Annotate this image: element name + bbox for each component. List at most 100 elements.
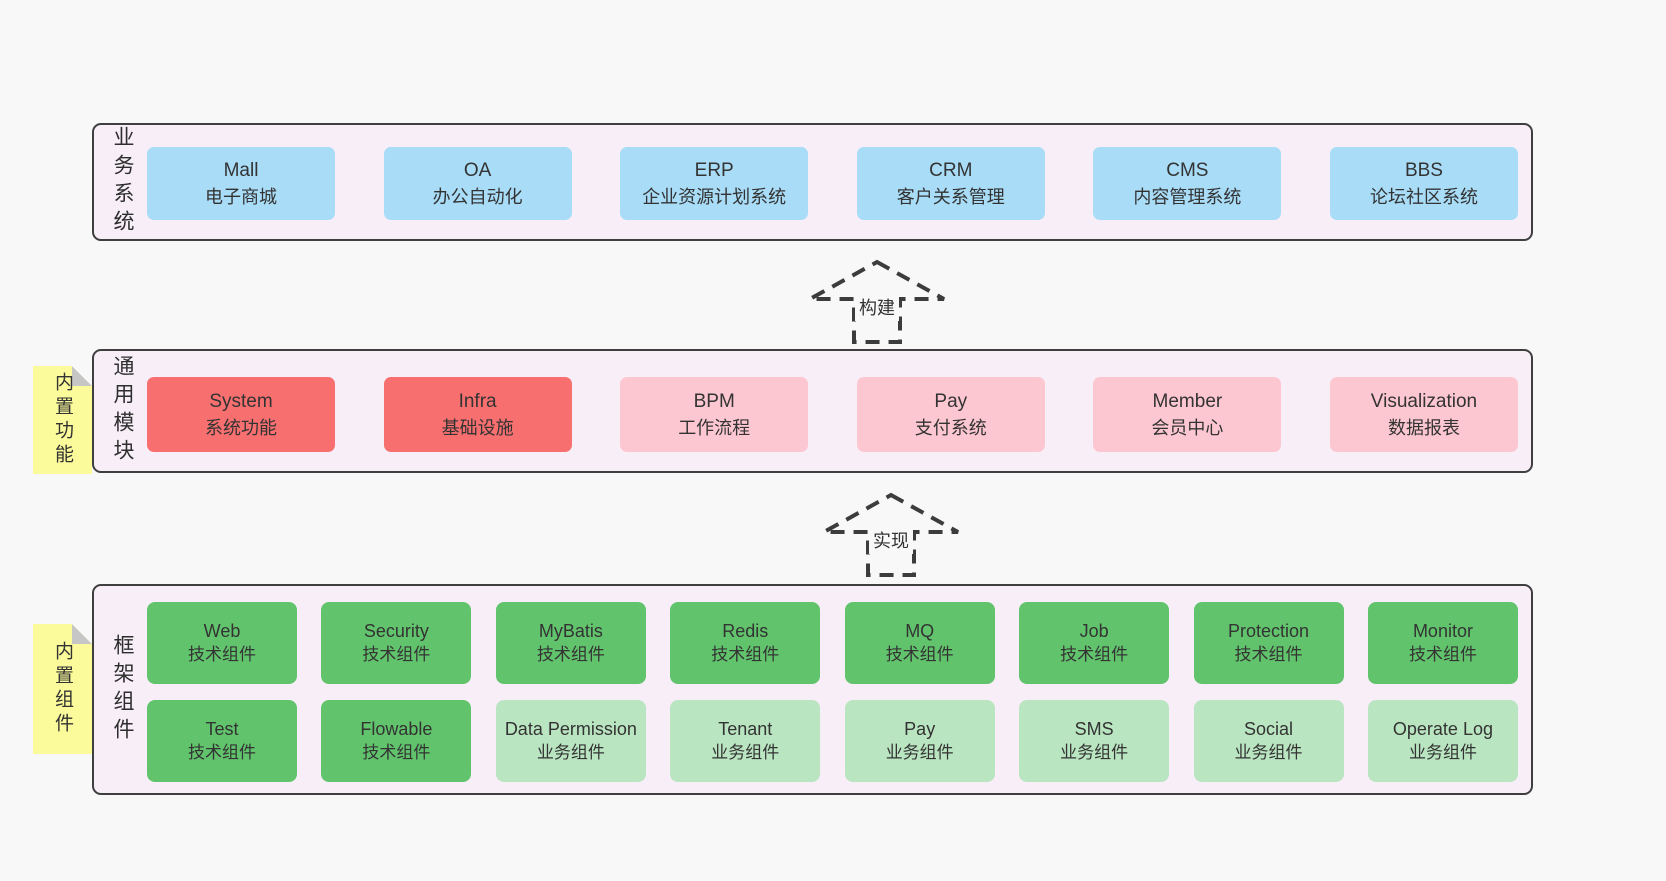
module-box-web: Web 技术组件 [147, 602, 297, 684]
module-name: System [209, 390, 273, 412]
module-box-tenant: Tenant 业务组件 [670, 700, 821, 782]
module-desc: 技术组件 [536, 645, 605, 664]
module-desc: 办公自动化 [432, 186, 523, 207]
module-desc: 会员中心 [1151, 417, 1224, 438]
module-box-cms: CMS 内容管理系统 [1093, 147, 1282, 220]
module-box-member: Member 会员中心 [1093, 377, 1282, 452]
module-desc: 基础设施 [441, 417, 514, 438]
module-desc: 业务组件 [536, 743, 605, 762]
module-box-social: Social 业务组件 [1193, 700, 1344, 782]
module-name: Infra [458, 390, 497, 412]
module-box-bpm: BPM 工作流程 [620, 377, 809, 452]
layer-label: 框架组件 [111, 633, 134, 746]
module-box-redis: Redis 技术组件 [670, 602, 821, 684]
module-desc: 内容管理系统 [1133, 186, 1242, 207]
module-name: Protection [1228, 621, 1310, 641]
module-box-sms: SMS 业务组件 [1019, 700, 1170, 782]
sticky-label: 内置功能 [52, 372, 73, 468]
module-name: Test [205, 719, 239, 739]
module-desc: 技术组件 [188, 645, 256, 664]
module-desc: 技术组件 [1234, 645, 1303, 664]
module-box-mq: MQ 技术组件 [844, 602, 995, 684]
sticky-builtin-features: 内置功能 [33, 366, 92, 474]
module-desc: 技术组件 [1408, 645, 1477, 664]
module-desc: 电子商城 [205, 186, 277, 207]
module-desc: 技术组件 [188, 743, 256, 762]
module-desc: 技术组件 [885, 645, 954, 664]
module-desc: 企业资源计划系统 [642, 186, 787, 207]
module-name: Operate Log [1392, 719, 1493, 739]
module-name: SMS [1074, 719, 1114, 739]
module-box-erp: ERP 企业资源计划系统 [620, 147, 809, 220]
module-box-flowable: Flowable 技术组件 [321, 700, 472, 782]
implement-arrow: 实现 [821, 492, 961, 578]
module-desc: 业务组件 [885, 743, 954, 762]
layer-common-modules: 通用模块 System 系统功能 Infra 基础设施 BPM 工作流程 Pay… [92, 349, 1533, 473]
module-desc: 技术组件 [711, 645, 780, 664]
module-desc: 支付系统 [914, 417, 987, 438]
module-desc: 业务组件 [711, 743, 780, 762]
module-box-security: Security 技术组件 [321, 602, 472, 684]
module-box-mybatis: MyBatis 技术组件 [495, 602, 646, 684]
framework-components-row-2: Test 技术组件 Flowable 技术组件 Data Permission … [147, 700, 1518, 782]
module-name: CMS [1166, 159, 1209, 181]
module-name: Pay [934, 390, 968, 412]
module-box-pay: Pay 支付系统 [856, 377, 1045, 452]
layer-framework-components: 框架组件 Web 技术组件 Security 技术组件 MyBatis 技术组件… [92, 584, 1533, 795]
module-name: Job [1079, 621, 1109, 641]
module-box-test: Test 技术组件 [147, 700, 297, 782]
module-name: Flowable [360, 719, 433, 739]
module-desc: 系统功能 [205, 417, 277, 438]
module-name: Pay [904, 719, 936, 739]
arrow-label: 构建 [855, 293, 899, 321]
layer-label: 通用模块 [111, 355, 134, 467]
module-name: ERP [694, 159, 734, 181]
module-box-operate-log: Operate Log 业务组件 [1367, 700, 1518, 782]
module-desc: 技术组件 [362, 743, 431, 762]
module-name: Monitor [1412, 621, 1473, 641]
module-name: Redis [722, 621, 769, 641]
sticky-builtin-components: 内置组件 [33, 624, 92, 754]
module-box-infra: Infra 基础设施 [383, 377, 572, 452]
module-box-pay-component: Pay 业务组件 [844, 700, 995, 782]
module-desc: 数据报表 [1387, 417, 1460, 438]
module-name: BBS [1404, 159, 1443, 181]
module-desc: 技术组件 [1060, 645, 1129, 664]
module-name: Security [363, 621, 429, 641]
module-box-job: Job 技术组件 [1019, 602, 1170, 684]
module-box-system: System 系统功能 [147, 377, 335, 452]
layer-label: 业务系统 [111, 126, 134, 238]
dashed-up-arrow-icon [823, 492, 959, 577]
module-name: MQ [905, 621, 935, 641]
module-desc: 技术组件 [362, 645, 431, 664]
module-name: OA [463, 159, 492, 181]
module-name: Web [203, 621, 241, 641]
module-name: Member [1152, 390, 1223, 412]
sticky-label: 内置组件 [52, 641, 73, 737]
framework-components-row-1: Web 技术组件 Security 技术组件 MyBatis 技术组件 Redi… [147, 602, 1518, 684]
module-name: CRM [929, 159, 973, 181]
module-desc: 论坛社区系统 [1369, 186, 1478, 207]
module-desc: 工作流程 [678, 417, 751, 438]
module-box-visualization: Visualization 数据报表 [1329, 377, 1518, 452]
layer-business-systems: 业务系统 Mall 电子商城 OA 办公自动化 ERP 企业资源计划系统 CRM… [92, 123, 1533, 241]
module-name: Mall [223, 159, 259, 181]
business-systems-row: Mall 电子商城 OA 办公自动化 ERP 企业资源计划系统 CRM 客户关系… [147, 147, 1518, 220]
common-modules-row: System 系统功能 Infra 基础设施 BPM 工作流程 Pay 支付系统… [147, 377, 1518, 452]
module-box-protection: Protection 技术组件 [1193, 602, 1344, 684]
module-name: MyBatis [538, 621, 603, 641]
module-name: Social [1244, 719, 1294, 739]
module-name: Tenant [718, 719, 773, 739]
module-box-bbs: BBS 论坛社区系统 [1329, 147, 1518, 220]
module-desc: 业务组件 [1234, 743, 1303, 762]
arrow-label: 实现 [869, 526, 913, 554]
module-box-mall: Mall 电子商城 [147, 147, 335, 220]
module-desc: 客户关系管理 [896, 186, 1005, 207]
dashed-up-arrow-icon [809, 259, 945, 344]
module-box-oa: OA 办公自动化 [383, 147, 572, 220]
module-box-monitor: Monitor 技术组件 [1367, 602, 1518, 684]
module-desc: 业务组件 [1408, 743, 1477, 762]
module-name: BPM [693, 390, 735, 412]
module-desc: 业务组件 [1060, 743, 1129, 762]
